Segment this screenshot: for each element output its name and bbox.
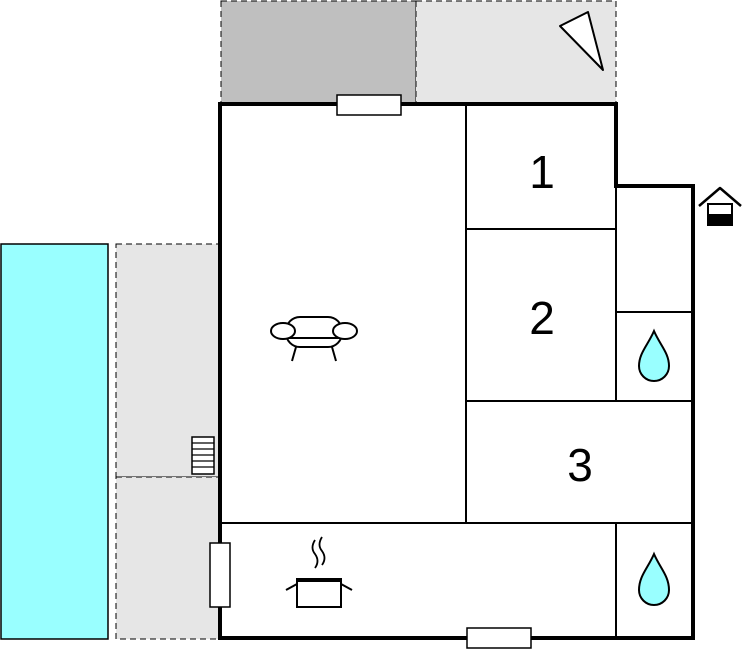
room-number-1: 1 [529, 146, 555, 198]
house-entrance-icon [698, 186, 742, 226]
armchair-icon [270, 316, 358, 362]
window-top [336, 94, 402, 116]
interior-walls [220, 104, 693, 638]
room-number-2: 2 [529, 292, 555, 344]
water-drop-icon [637, 551, 671, 606]
terrace-top-dark [220, 0, 417, 105]
cooking-pot-icon [285, 536, 353, 608]
pool [0, 243, 109, 640]
exterior-walls [218, 102, 695, 640]
water-drop-icon [637, 328, 671, 382]
window-bottom [466, 627, 532, 649]
house-interior [220, 104, 693, 638]
triangle-icon [559, 11, 604, 71]
window-left [209, 542, 231, 608]
stairs-icon [191, 436, 215, 475]
room-number-3: 3 [567, 439, 593, 491]
terrace-left-lower [115, 476, 221, 640]
